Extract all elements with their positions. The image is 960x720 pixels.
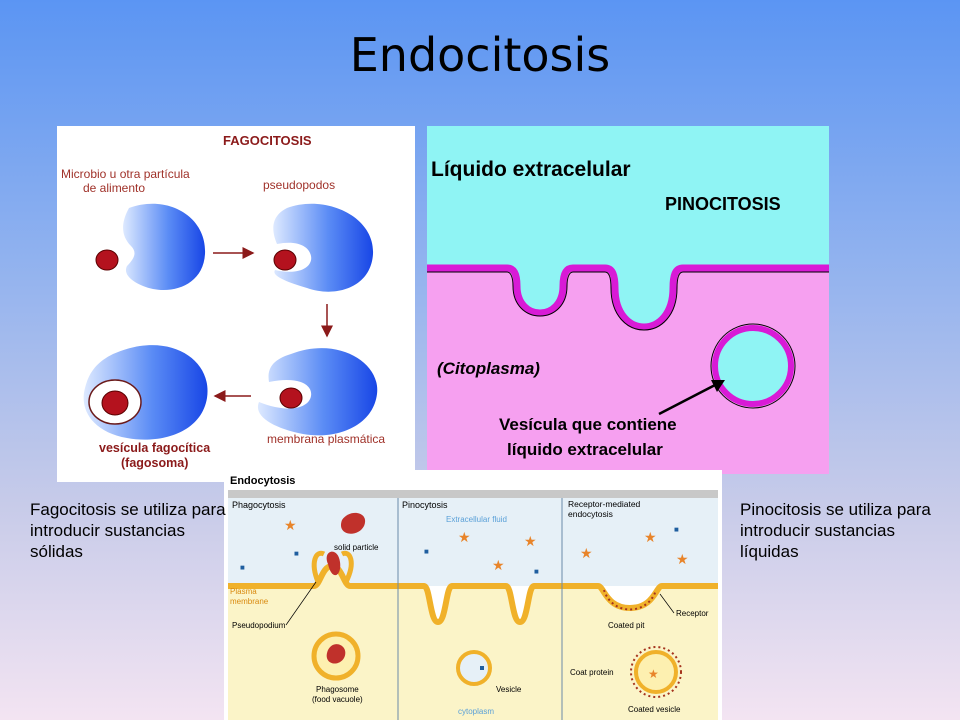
- cell-1-shape: [123, 203, 206, 291]
- receptor-pointer: [659, 593, 675, 614]
- extracellular-fluid-region: [228, 498, 718, 586]
- fago-label-vesicula-1: vesícula fagocítica: [99, 441, 211, 455]
- digested-particle: [101, 390, 129, 416]
- coat-protein-label: Coat protein: [570, 668, 614, 677]
- vesicle-pointer-arrow: [658, 382, 718, 416]
- engulfed-particle-2: [273, 249, 297, 271]
- pseudopodium-label: Pseudopodium: [232, 621, 286, 630]
- pino-label-extracellular: Líquido extracelular: [431, 158, 631, 181]
- svg-text:■: ■: [424, 547, 429, 556]
- caption-pinocitosis: Pinocitosis se utiliza para introducir s…: [740, 500, 931, 561]
- vesicle-content: [480, 666, 484, 670]
- caption-fagocitosis: Fagocitosis se utiliza para introducir s…: [30, 500, 226, 561]
- vesicle-label: Vesicle: [496, 685, 522, 694]
- svg-text:★: ★: [524, 533, 537, 549]
- cell-2-shape: [273, 203, 374, 292]
- vesicle-outline: [710, 323, 796, 409]
- fago-label-microbe-2: de alimento: [83, 181, 145, 195]
- cell-3-shape: [257, 348, 378, 436]
- cytoplasm-label: cytoplasm: [458, 707, 494, 716]
- phagosome-particle: [326, 644, 346, 664]
- svg-text:■: ■: [534, 567, 539, 576]
- molecule-markers: ★ ■ ■ ■ ★ ★ ★ ■ ★ ★ ★ ■ ★: [240, 517, 689, 681]
- coated-vesicle-coat: [630, 646, 682, 698]
- engulfed-solid-particle: [326, 551, 341, 576]
- pino-label-vesicle-2: líquido extracelular: [507, 440, 663, 459]
- engulfed-particle-3: [279, 387, 303, 409]
- membrane-inner-line: [427, 271, 829, 331]
- fago-label-pseudopodos: pseudopodos: [263, 178, 335, 192]
- fago-label-microbe-1: Microbio u otra partícula: [61, 167, 190, 181]
- svg-text:★: ★: [458, 529, 471, 545]
- pino-title: PINOCITOSIS: [665, 194, 781, 214]
- col-phagocytosis: Phagocytosis: [232, 500, 286, 510]
- coated-pit-label: Coated pit: [608, 621, 645, 630]
- col-receptor-2: endocytosis: [568, 509, 613, 519]
- fago-title: FAGOCITOSIS: [223, 133, 312, 148]
- svg-text:★: ★: [580, 545, 593, 561]
- pseudopodium-arms: [311, 550, 354, 584]
- col-receptor-1: Receptor-mediated: [568, 499, 641, 509]
- extracellular-fluid-label: Extracellular fluid: [446, 515, 507, 524]
- endo-title: Endocytosis: [230, 475, 295, 487]
- svg-text:★: ★: [284, 517, 297, 533]
- pino-vesicle: [456, 650, 492, 686]
- endo-header-bar: [228, 490, 718, 498]
- svg-text:★: ★: [492, 557, 505, 573]
- solid-particle-label: solid particle: [334, 543, 379, 552]
- coated-vesicle: [634, 650, 678, 694]
- pinocitosis-diagram: Líquido extracelular PINOCITOSIS (Citopl…: [427, 126, 829, 474]
- phagosome-label-2: (food vacuole): [312, 695, 363, 704]
- plasma-membrane: [427, 264, 829, 331]
- fago-label-vesicula-2: (fagosoma): [121, 456, 188, 470]
- pinocytic-vesicle: [712, 325, 794, 407]
- svg-text:★: ★: [676, 551, 689, 567]
- pseudopodium-pointer: [285, 581, 317, 626]
- svg-text:■: ■: [674, 525, 679, 534]
- pino-label-vesicle-1: Vesícula que contiene: [499, 415, 677, 434]
- solid-particle-top: [340, 512, 366, 534]
- svg-text:★: ★: [644, 529, 657, 545]
- fago-label-membrana: membrana plasmática: [267, 432, 385, 446]
- svg-text:■: ■: [240, 563, 245, 572]
- cytoplasm-region: [427, 268, 829, 474]
- endo-cytoplasm-region: [228, 566, 718, 720]
- vesicle-pointer-head: [711, 380, 725, 392]
- receptor-label: Receptor: [676, 609, 709, 618]
- plasma-membrane-label-2: membrane: [230, 597, 269, 606]
- microbe-particle: [95, 249, 119, 271]
- pino-label-cytoplasm: (Citoplasma): [437, 359, 540, 378]
- fagocitosis-diagram: FAGOCITOSIS Microbio u otra partícula de…: [57, 126, 415, 482]
- coated-pit-coat: [603, 589, 657, 611]
- svg-text:★: ★: [648, 667, 659, 681]
- col-pinocytosis: Pinocytosis: [402, 500, 448, 510]
- coated-vesicle-label: Coated vesicle: [628, 705, 681, 714]
- svg-text:■: ■: [294, 549, 299, 558]
- phagosome-label-1: Phagosome: [316, 685, 359, 694]
- endocytosis-diagram: Endocytosis Phagocytosis Pinocytosis Rec…: [224, 470, 722, 720]
- plasma-membrane-label-1: Plasma: [230, 587, 257, 596]
- slide-title: Endocitosis: [349, 28, 611, 82]
